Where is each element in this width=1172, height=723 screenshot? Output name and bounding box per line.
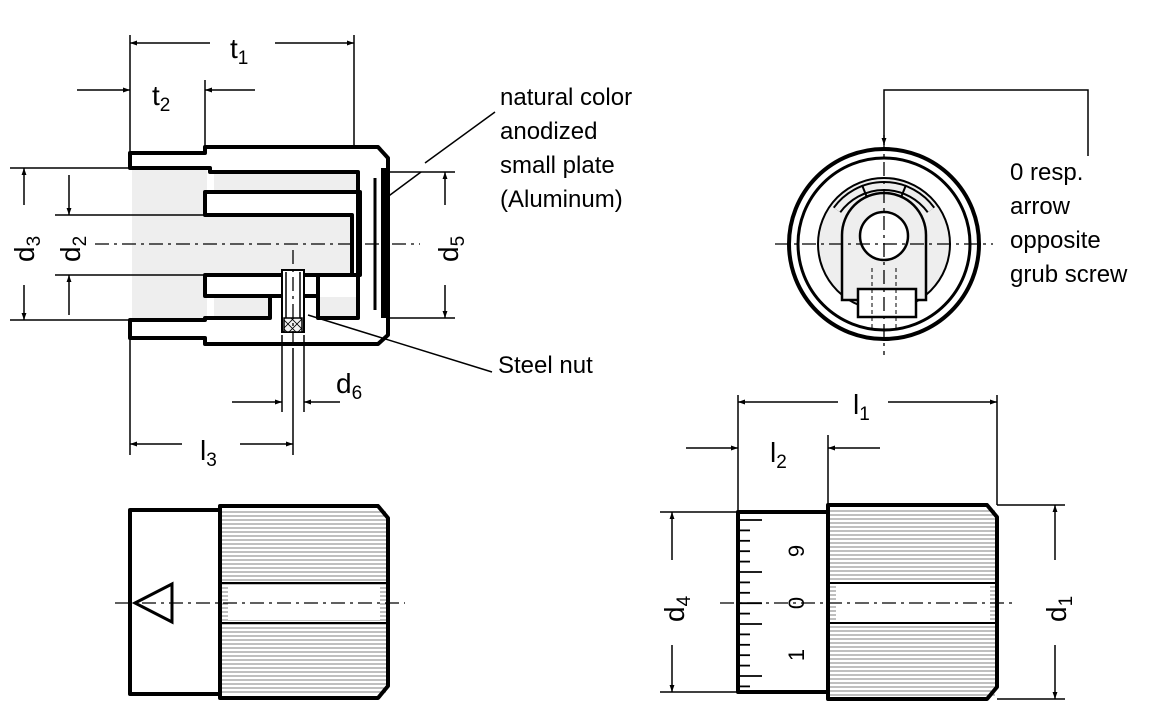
dim-d3: d3 [9,236,45,262]
dim-t1: t1 [230,33,248,69]
dim-d6: d6 [336,368,362,404]
scale-digit-zero: 0 [784,597,809,609]
dim-d2: d2 [55,236,91,262]
dim-l1: l1 [853,389,870,425]
aluminum-plate [381,168,387,318]
end-view: 0 resp. arrow opposite grub screw [775,89,1128,355]
section-view: d3 d2 d5 t1 t2 d6 l3 [9,33,639,471]
knurled-grip [218,504,390,700]
side-view-arrow [115,504,405,700]
knob-body-section [128,145,390,346]
dim-l3: l3 [200,435,217,471]
knurled-grip-right [826,503,999,701]
scale-digit-bottom: 1 [784,649,809,661]
dim-d4: d4 [659,595,695,622]
scale-digit-top: 9 [784,545,809,557]
dim-d5: d5 [433,236,469,262]
dim-l2: l2 [770,437,787,473]
steel-nut-callout: Steel nut [498,352,593,379]
plate-callout: natural color anodized small plate (Alum… [500,84,639,213]
dim-d1: d1 [1041,596,1077,622]
hub-section [203,190,362,298]
arrow-note: 0 resp. arrow opposite grub screw [1010,159,1128,288]
grub-screw-end [856,287,918,319]
side-view-scale: 9 0 1 d4 d1 l1 l2 [659,389,1077,701]
dim-t2: t2 [152,80,170,116]
